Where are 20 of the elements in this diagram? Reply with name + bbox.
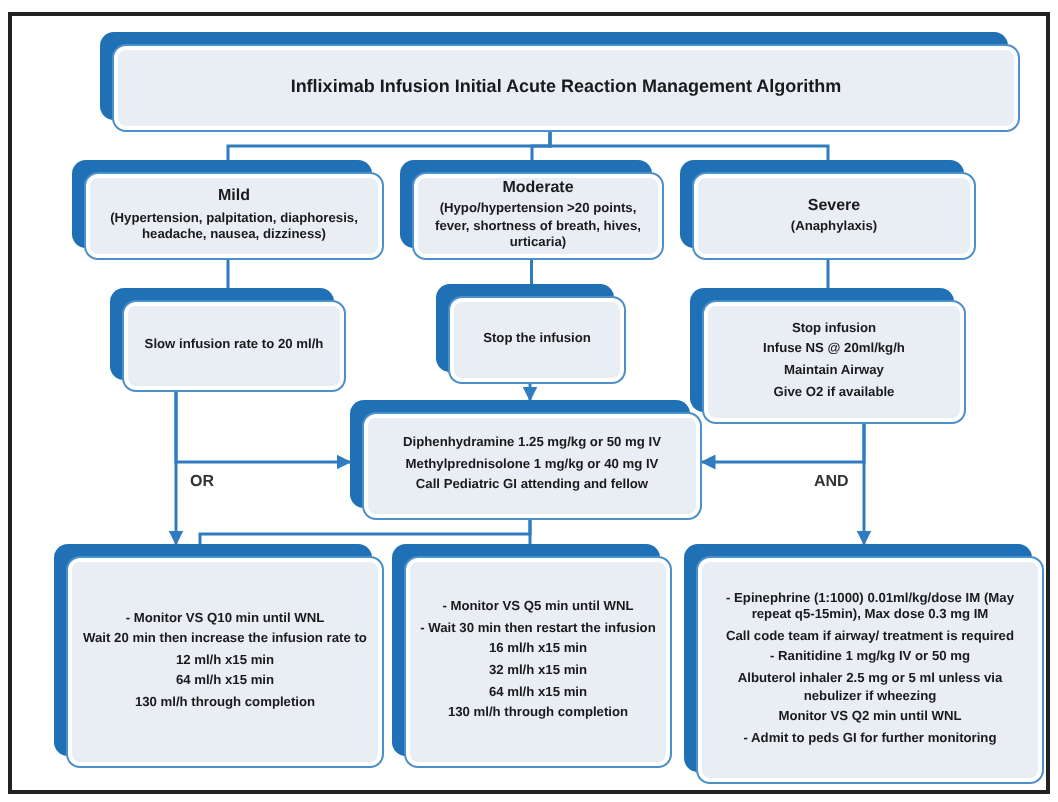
process-box xyxy=(690,288,966,424)
process-box xyxy=(680,160,976,260)
process-box xyxy=(684,544,1044,784)
title-text: Infliximab Infusion Initial Acute Reaction Management Algorithm xyxy=(290,76,842,100)
edge-label: AND xyxy=(812,472,851,490)
process-box xyxy=(54,544,384,768)
process-box xyxy=(392,544,672,768)
process-box xyxy=(72,160,384,260)
edge-label: OR xyxy=(188,472,216,490)
process-box xyxy=(110,288,346,392)
connector-arrow xyxy=(174,392,352,470)
severity-heading: Mild xyxy=(218,186,250,208)
process-box xyxy=(350,400,702,520)
severity-heading: Moderate xyxy=(502,177,574,199)
connector-arrow xyxy=(700,424,866,470)
process-box xyxy=(436,284,626,384)
process-box xyxy=(100,32,1020,132)
connector-arrow xyxy=(522,384,538,402)
process-box xyxy=(400,160,664,260)
severity-heading: Severe xyxy=(807,195,861,216)
